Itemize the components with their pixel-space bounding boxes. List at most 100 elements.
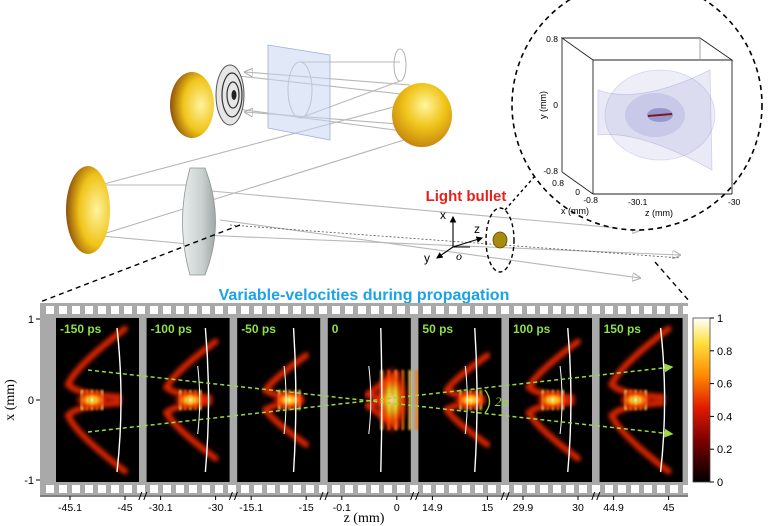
x-tick-label: 45 (663, 502, 675, 514)
sprocket-hole (436, 485, 444, 493)
sprocket-hole (540, 306, 548, 314)
sprocket-hole (449, 485, 457, 493)
filmstrip-y-tick: 1 (28, 314, 34, 326)
sprocket-hole (423, 485, 431, 493)
front-curve (567, 327, 572, 473)
filmstrip-y-label: x (mm) (3, 379, 18, 421)
inset-y-tick: -0.8 (543, 166, 558, 176)
front-curve (464, 365, 468, 435)
sprocket-hole (59, 306, 67, 314)
inset-x-tick: -0.8 (583, 195, 598, 205)
sprocket-hole (72, 485, 80, 493)
sprocket-hole (319, 485, 327, 493)
sprocket-hole (163, 485, 171, 493)
inset-y-tick: 0 (553, 100, 558, 110)
sprocket-hole (306, 306, 314, 314)
sprocket-hole (111, 306, 119, 314)
axis-y-label: y (424, 251, 430, 265)
axis-break (319, 491, 329, 501)
colorbar-tick-label: 0 (717, 477, 723, 489)
x-tick-label: 29.9 (513, 502, 534, 514)
frame-6: 150 ps (599, 318, 683, 482)
filmstrip-y-tick: -1 (24, 475, 34, 487)
curved-mirror-right (392, 83, 452, 147)
frame-time-label: 100 ps (513, 322, 551, 336)
sprocket-hole (241, 485, 249, 493)
sprocket-hole (280, 485, 288, 493)
colorbar (692, 317, 711, 483)
front-curve (204, 327, 210, 473)
sprocket-hole (345, 485, 353, 493)
sprocket-hole (475, 306, 483, 314)
sprocket-hole (397, 485, 405, 493)
sprocket-hole (189, 306, 197, 314)
frame-time-label: -100 ps (151, 322, 193, 336)
x-tick-label: -0.1 (333, 502, 351, 514)
axicon-lens (182, 167, 216, 276)
light-bullet-blob (492, 231, 508, 249)
coordinate-axes (436, 215, 484, 259)
frame-1: -100 ps (146, 318, 230, 482)
sprocket-hole (579, 306, 587, 314)
optical-setup: x z y o Light bullet (66, 44, 680, 278)
sprocket-hole (85, 485, 93, 493)
sprocket-hole (657, 485, 665, 493)
sprocket-hole (228, 485, 236, 493)
sprocket-hole (397, 306, 405, 314)
sprocket-hole (618, 306, 626, 314)
sprocket-hole (423, 306, 431, 314)
x-tick-label: 14.9 (422, 502, 443, 514)
sprocket-hole (644, 306, 652, 314)
frame-time-label: 0 (332, 322, 339, 336)
sprocket-hole (176, 306, 184, 314)
x-tick-label: -45.1 (58, 502, 82, 514)
axis-break (591, 491, 601, 501)
sprocket-hole (462, 485, 470, 493)
sprocket-hole (683, 306, 691, 314)
sprocket-hole (605, 485, 613, 493)
sprocket-hole (150, 485, 158, 493)
frame-5: 100 ps (509, 318, 592, 482)
angle-label: 2α (495, 394, 510, 409)
sprocket-hole (228, 306, 236, 314)
sprocket-hole (306, 485, 314, 493)
sprocket-hole (85, 306, 93, 314)
inset-z-tick: -30.1 (628, 197, 648, 207)
sprocket-hole (358, 306, 366, 314)
axis-break (138, 491, 148, 501)
sprocket-hole (592, 485, 600, 493)
sprocket-hole (137, 485, 145, 493)
sprocket-hole (410, 485, 418, 493)
sprocket-hole (631, 306, 639, 314)
x-tick-label: 15 (482, 502, 494, 514)
sprocket-hole (384, 306, 392, 314)
sprocket-hole (124, 306, 132, 314)
sprocket-hole (553, 485, 561, 493)
x-tick-label: 44.9 (603, 502, 624, 514)
frame-0: -150 ps (56, 318, 139, 482)
sprocket-hole (475, 485, 483, 493)
sprocket-hole (293, 485, 301, 493)
colorbar-tick-label: 0.6 (717, 379, 732, 391)
frame-4: 50 ps (418, 318, 502, 482)
sprocket-hole (618, 485, 626, 493)
sprocket-hole (267, 306, 275, 314)
sprocket-hole (254, 306, 262, 314)
sprocket-hole (163, 306, 171, 314)
sprocket-hole (553, 306, 561, 314)
sprocket-hole (527, 306, 535, 314)
inset-y-tick: 0.8 (546, 34, 558, 44)
sprocket-hole (644, 485, 652, 493)
axis-break (228, 491, 238, 501)
sprocket-hole (176, 485, 184, 493)
sprocket-hole (384, 485, 392, 493)
x-tick-label: -30 (208, 502, 223, 514)
sprocket-hole (449, 306, 457, 314)
inset-x-tick: 0 (575, 187, 580, 197)
front-curve (292, 327, 297, 473)
sprocket-hole (358, 485, 366, 493)
sprocket-hole (488, 485, 496, 493)
front-curve (559, 365, 563, 435)
light-bullet-label: Light bullet (426, 188, 507, 205)
sprocket-hole (371, 306, 379, 314)
